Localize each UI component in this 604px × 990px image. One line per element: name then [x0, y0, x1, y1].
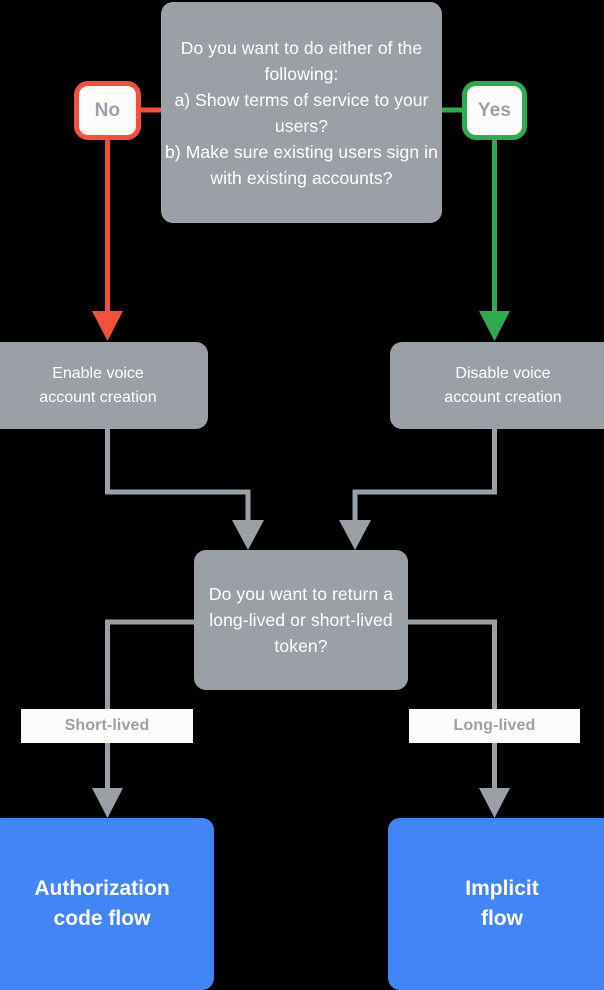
edge-label-long-lived: Long-lived [409, 709, 580, 743]
edge-no-to-enable-arrowhead [92, 311, 123, 341]
process-node-enable-voice-account-creation[interactable]: Enable voice account creation [0, 342, 208, 429]
terminal-node-authorization-code-flow[interactable]: Authorization code flow [0, 818, 214, 990]
process-node-disable-voice-account-creation[interactable]: Disable voice account creation [390, 342, 604, 429]
edge-label-short-lived-text: Short-lived [64, 717, 150, 734]
terminal-node-implicit-label: Implicit flow [465, 877, 539, 930]
process-node-enable-label: Enable voice account creation [39, 364, 157, 406]
edge-token-to-implicit-arrowhead [479, 788, 510, 818]
edge-token-to-auth-arrowhead [92, 788, 123, 818]
decision-node-terms-and-existing-users[interactable]: Do you want to do either of the followin… [161, 2, 442, 223]
edge-disable-to-token-decision [352, 429, 497, 522]
edge-label-short-lived: Short-lived [21, 709, 193, 743]
branch-badge-yes[interactable]: Yes [462, 81, 527, 140]
decision-node-token-label: Do you want to return a long-lived or sh… [208, 584, 394, 656]
branch-badge-no-label: No [94, 99, 121, 121]
edge-label-long-lived-text: Long-lived [453, 717, 536, 734]
edge-yes-to-disable-arrowhead [479, 311, 510, 341]
process-node-disable-label: Disable voice account creation [444, 364, 562, 406]
decision-node-token-lifetime[interactable]: Do you want to return a long-lived or sh… [194, 550, 408, 690]
edge-enable-to-token-arrowhead [232, 520, 264, 550]
branch-badge-no[interactable]: No [74, 81, 141, 140]
edge-disable-to-token-arrowhead [339, 520, 371, 550]
edge-token-to-implicit-flow [408, 619, 497, 790]
decision-node-terms-label: Do you want to do either of the followin… [165, 37, 438, 188]
edge-enable-to-token-decision [105, 429, 251, 522]
terminal-node-auth-label: Authorization code flow [34, 877, 170, 930]
edge-token-to-auth-flow [105, 619, 194, 790]
branch-badge-yes-label: Yes [477, 99, 512, 121]
terminal-node-implicit-flow[interactable]: Implicit flow [388, 818, 604, 990]
